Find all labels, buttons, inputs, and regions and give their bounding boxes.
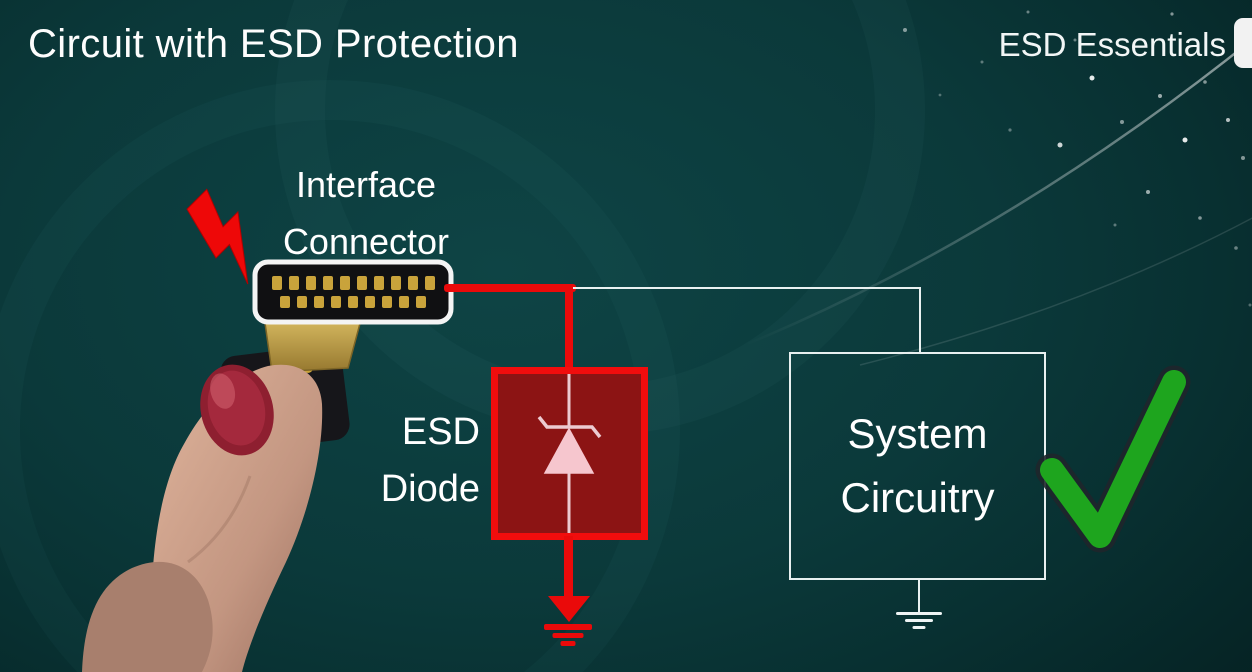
esd-diode-label: ESD Diode (290, 404, 480, 518)
ground-bar (544, 624, 592, 630)
arrowhead-down-icon (548, 596, 590, 622)
hdmi-connector-photo (82, 259, 454, 672)
star-dots (903, 10, 1252, 307)
esd-diode-label-line1: ESD (401, 411, 480, 453)
page-title: Circuit with ESD Protection (28, 22, 519, 66)
brand-logo-partial-icon (1234, 18, 1252, 68)
interface-connector-label: Interface Connector (238, 156, 494, 270)
brand-title: ESD Essentials (998, 26, 1226, 63)
wire-junction-to-system (573, 287, 921, 289)
ground-bar (912, 626, 926, 629)
thumb-nail (200, 364, 274, 456)
system-to-ground-wire (918, 580, 920, 613)
hdmi-gold-pins (272, 276, 435, 308)
system-box-label-line2: Circuitry (840, 474, 995, 521)
system-circuitry-box: System Circuitry (789, 352, 1046, 580)
ground-bar (552, 633, 584, 638)
wire-down-to-system-box (919, 287, 921, 353)
interface-connector-label-line1: Interface (295, 164, 437, 205)
esd-lightning-icon (186, 188, 249, 285)
ground-bar (896, 612, 942, 615)
interface-connector-label-line2: Connector (282, 221, 450, 262)
ground-bar (560, 641, 576, 646)
system-box-label-line1: System (847, 410, 988, 457)
checkmark-icon (1035, 365, 1191, 553)
hdmi-connector-face (252, 259, 454, 325)
hand-finger (82, 561, 213, 672)
diode-to-ground-wire (564, 536, 573, 598)
ground-bar (905, 619, 933, 622)
wire-junction-to-diode (565, 284, 573, 374)
wire-connector-to-junction (444, 284, 576, 292)
esd-diode-label-line2: Diode (380, 468, 480, 510)
zener-diode-symbol-icon (537, 374, 602, 533)
